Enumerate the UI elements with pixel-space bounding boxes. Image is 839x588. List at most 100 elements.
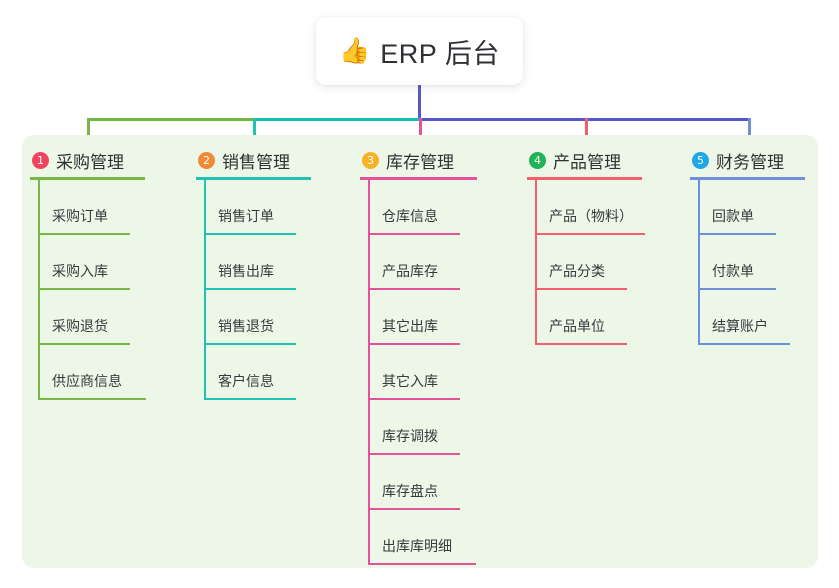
connector-drop-4 — [585, 118, 588, 145]
list-item-label: 产品库存 — [382, 263, 438, 279]
list-item-rule — [368, 563, 476, 565]
column-4: 4 产品管理产品（物料） 产品分类产品单位 — [527, 148, 645, 345]
list-item[interactable]: 销售退货 — [196, 290, 311, 345]
column-items-3: 仓库信息产品库存其它出库其它入库库存调拨库存盘点出库库明细 — [360, 180, 477, 565]
list-item[interactable]: 产品分类 — [527, 235, 642, 290]
list-item[interactable]: 库存调拨 — [360, 400, 477, 455]
column-badge-4: 4 — [529, 151, 546, 169]
column-items-5: 回款单付款单结算账户 — [690, 180, 805, 345]
list-item-label: 出库库明细 — [382, 538, 452, 554]
list-item-label: 库存调拨 — [382, 428, 438, 444]
list-item-label: 采购入库 — [52, 263, 108, 279]
connector-bar-segment-2 — [253, 118, 420, 121]
list-item-label: 产品（物料） — [549, 208, 633, 224]
column-badge-1: 1 — [32, 151, 49, 169]
column-spine-1 — [38, 180, 40, 400]
list-item-label: 结算账户 — [712, 318, 768, 334]
column-spine-3 — [368, 180, 370, 565]
list-item[interactable]: 销售出库 — [196, 235, 311, 290]
column-header-3[interactable]: 3 库存管理 — [360, 148, 477, 172]
list-item-rule — [204, 288, 296, 290]
column-badge-2: 2 — [198, 151, 215, 169]
list-item[interactable]: 仓库信息 — [360, 180, 477, 235]
list-item-rule — [368, 288, 460, 290]
list-item[interactable]: 产品（物料） — [527, 180, 645, 235]
list-item[interactable]: 其它入库 — [360, 345, 477, 400]
list-item-rule — [38, 288, 130, 290]
list-item-rule — [698, 288, 776, 290]
column-header-4[interactable]: 4 产品管理 — [527, 148, 642, 172]
column-items-4: 产品（物料） 产品分类产品单位 — [527, 180, 645, 345]
column-badge-3: 3 — [362, 151, 379, 169]
list-item-rule — [535, 343, 627, 345]
column-spine-5 — [698, 180, 700, 345]
column-rule-4 — [527, 177, 642, 180]
list-item-label: 产品分类 — [549, 263, 605, 279]
column-title-3: 库存管理 — [386, 152, 454, 172]
thumbs-up-icon: 👍 — [339, 36, 371, 65]
list-item[interactable]: 采购退货 — [30, 290, 145, 345]
list-item[interactable]: 采购订单 — [30, 180, 145, 235]
column-3: 3 库存管理仓库信息产品库存其它出库其它入库库存调拨库存盘点出库库明细 — [360, 148, 477, 565]
list-item-rule — [38, 233, 130, 235]
list-item-label: 销售退货 — [218, 318, 274, 334]
column-badge-5: 5 — [692, 151, 709, 169]
list-item-label: 供应商信息 — [52, 373, 122, 389]
list-item[interactable]: 供应商信息 — [30, 345, 146, 400]
connector-drop-5 — [748, 118, 751, 145]
column-rule-1 — [30, 177, 145, 180]
list-item[interactable]: 产品库存 — [360, 235, 477, 290]
root-node-card[interactable]: 👍 ERP 后台 — [316, 17, 523, 85]
list-item-rule — [368, 233, 460, 235]
list-item-rule — [698, 233, 776, 235]
list-item[interactable]: 出库库明细 — [360, 510, 477, 565]
list-item-label: 库存盘点 — [382, 483, 438, 499]
mindmap-panel — [22, 135, 818, 568]
column-2: 2 销售管理销售订单销售出库销售退货客户信息 — [196, 148, 311, 400]
list-item-rule — [535, 288, 627, 290]
list-item-label: 回款单 — [712, 208, 754, 224]
connector-drop-3 — [419, 118, 422, 145]
list-item[interactable]: 客户信息 — [196, 345, 311, 400]
column-title-2: 销售管理 — [222, 152, 290, 172]
list-item-rule — [535, 233, 645, 235]
list-item-label: 付款单 — [712, 263, 754, 279]
list-item-label: 其它出库 — [382, 318, 438, 334]
list-item-rule — [698, 343, 790, 345]
list-item-label: 采购订单 — [52, 208, 108, 224]
list-item-label: 产品单位 — [549, 318, 605, 334]
list-item[interactable]: 其它出库 — [360, 290, 477, 345]
connector-drop-2 — [253, 118, 256, 145]
list-item-label: 客户信息 — [218, 373, 274, 389]
list-item[interactable]: 产品单位 — [527, 290, 642, 345]
column-items-1: 采购订单采购入库采购退货供应商信息 — [30, 180, 146, 400]
list-item[interactable]: 结算账户 — [690, 290, 805, 345]
column-rule-3 — [360, 177, 477, 180]
column-header-2[interactable]: 2 销售管理 — [196, 148, 311, 172]
list-item-label: 销售订单 — [218, 208, 274, 224]
column-5: 5 财务管理回款单付款单结算账户 — [690, 148, 805, 345]
list-item-label: 采购退货 — [52, 318, 108, 334]
list-item-rule — [38, 343, 130, 345]
list-item-rule — [38, 398, 146, 400]
list-item-rule — [204, 343, 296, 345]
connector-trunk — [418, 85, 421, 121]
list-item[interactable]: 销售订单 — [196, 180, 311, 235]
list-item-label: 其它入库 — [382, 373, 438, 389]
list-item-label: 仓库信息 — [382, 208, 438, 224]
column-header-5[interactable]: 5 财务管理 — [690, 148, 805, 172]
list-item[interactable]: 采购入库 — [30, 235, 145, 290]
connector-drop-1 — [87, 118, 90, 145]
column-spine-2 — [204, 180, 206, 400]
list-item-rule — [368, 508, 460, 510]
list-item[interactable]: 付款单 — [690, 235, 805, 290]
list-item[interactable]: 库存盘点 — [360, 455, 477, 510]
list-item-rule — [204, 233, 296, 235]
column-title-5: 财务管理 — [716, 152, 784, 172]
column-title-4: 产品管理 — [553, 152, 621, 172]
list-item-rule — [204, 398, 296, 400]
list-item[interactable]: 回款单 — [690, 180, 805, 235]
column-rule-2 — [196, 177, 311, 180]
